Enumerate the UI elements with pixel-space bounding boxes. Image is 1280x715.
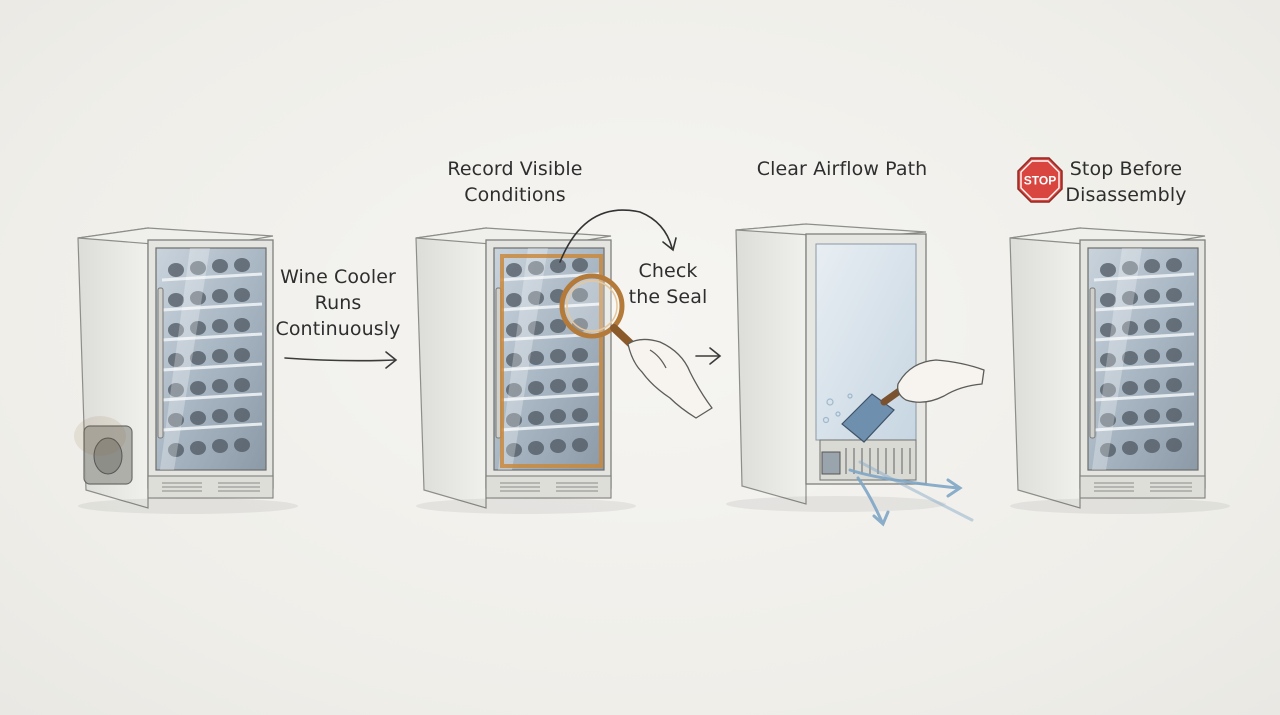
step-1-line-3: Continuously	[275, 318, 401, 340]
step-3-label: Clear Airflow Path	[742, 156, 942, 182]
cleaning-hand-icon	[897, 359, 985, 403]
step-1-line-2: Runs	[314, 292, 362, 314]
flow-arrow-2	[695, 347, 722, 365]
stop-sign-icon: STOP	[1017, 157, 1063, 203]
magnifying-glass-icon	[559, 273, 652, 364]
step-1-line-1: Wine Cooler	[280, 266, 396, 288]
wine-cooler-back-figure	[726, 223, 946, 512]
airflow-arrows	[848, 460, 974, 527]
step-4-label: Stop Before Disassembly	[1064, 156, 1188, 208]
flow-arrow-1	[284, 351, 398, 369]
stop-sign-text: STOP	[1024, 174, 1056, 188]
step-2-line-1: Record Visible	[447, 158, 583, 180]
step-2-label: Record Visible Conditions	[430, 156, 600, 208]
check-seal-line-2: the Seal	[628, 286, 708, 308]
step-2-line-2: Conditions	[464, 184, 566, 206]
wine-cooler-figure-2	[414, 226, 638, 516]
check-seal-curved-arrow	[559, 209, 677, 263]
step-4-line-1: Stop Before	[1069, 158, 1183, 180]
step-1-label: Wine Cooler Runs Continuously	[268, 264, 408, 342]
step-3-line-1: Clear Airflow Path	[756, 158, 928, 180]
wine-cooler-figure-4	[1008, 226, 1232, 516]
check-seal-line-1: Check	[638, 260, 698, 282]
inspecting-hand-icon	[627, 338, 713, 419]
wine-cooler-figure-1	[74, 226, 300, 516]
step-4-line-2: Disassembly	[1065, 184, 1187, 206]
check-seal-callout: Check the Seal	[622, 258, 714, 310]
